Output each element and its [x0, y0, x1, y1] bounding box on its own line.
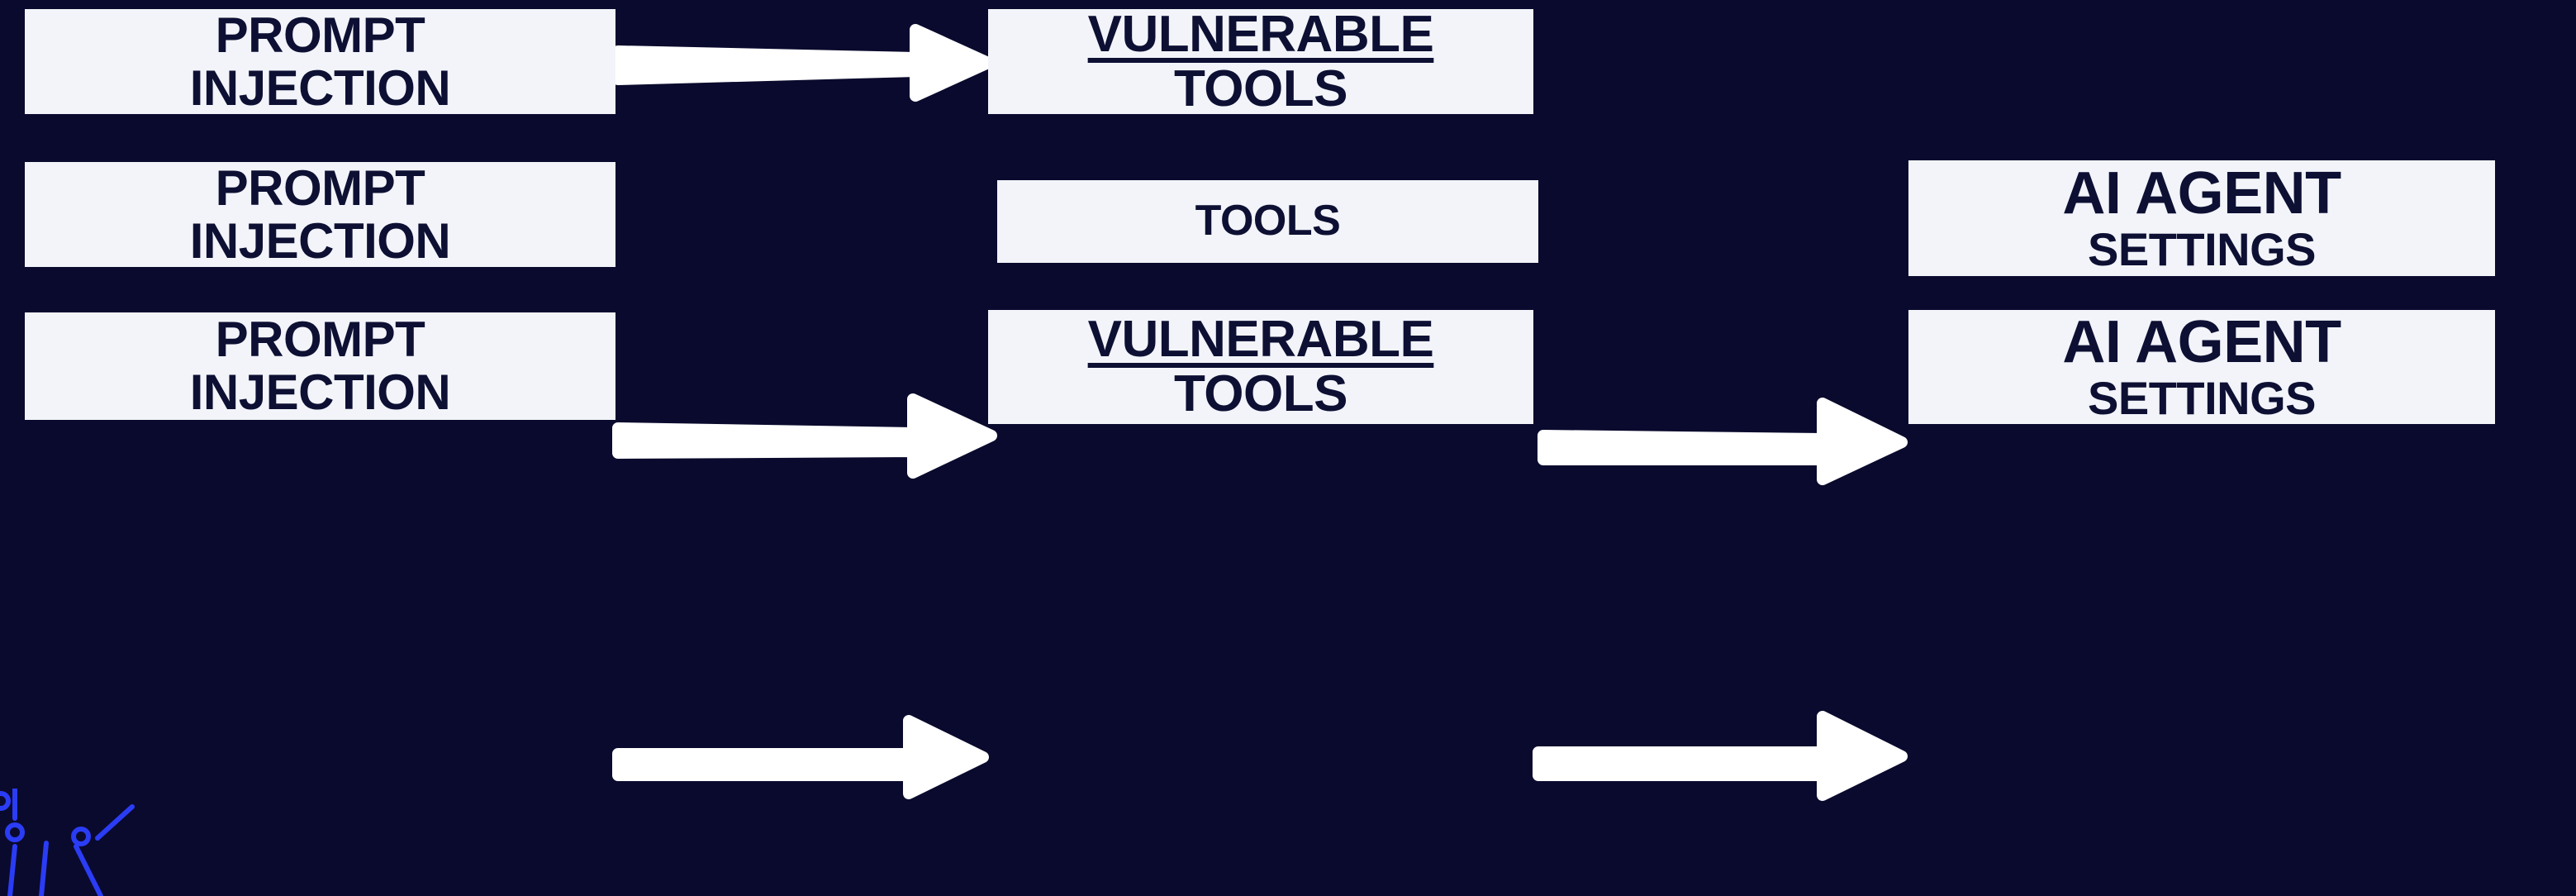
node-line1: PROMPT	[215, 160, 425, 216]
node-prompt-injection-row3[interactable]: PROMPT INJECTION	[25, 312, 615, 420]
node-vulnerable-tools-row1[interactable]: VULNERABLE TOOLS	[988, 5, 1533, 117]
node-line1: PROMPT	[215, 312, 425, 368]
node-line2: INJECTION	[189, 60, 451, 116]
node-line1: AI AGENT	[2062, 309, 2341, 376]
node-line2: SETTINGS	[2087, 372, 2317, 425]
r2-arrow-2	[1538, 398, 1908, 485]
node-ai-agent-settings-row2[interactable]: AI AGENT SETTINGS	[1908, 160, 2495, 276]
node-line1: AI AGENT	[2062, 160, 2341, 227]
node-line2: TOOLS	[1174, 60, 1347, 117]
r3-arrow-1	[612, 715, 989, 799]
node-line1: VULNERABLE	[1087, 311, 1434, 369]
r3-arrow-2	[1533, 711, 1908, 801]
node-tools-row2[interactable]: TOOLS	[997, 180, 1538, 263]
node-line2: SETTINGS	[2087, 223, 2317, 276]
node-vulnerable-tools-row3[interactable]: VULNERABLE TOOLS	[988, 310, 1533, 424]
r1-arrow-1	[612, 24, 994, 102]
circuit-decoration	[0, 789, 135, 896]
node-line1: PROMPT	[215, 7, 425, 63]
node-prompt-injection-row2[interactable]: PROMPT INJECTION	[25, 162, 615, 267]
node-line1: TOOLS	[1195, 197, 1341, 245]
r2-arrow-1	[612, 393, 997, 479]
node-line2: TOOLS	[1174, 365, 1347, 422]
node-line1: VULNERABLE	[1087, 5, 1434, 63]
node-ai-agent-settings-row3[interactable]: AI AGENT SETTINGS	[1908, 310, 2495, 424]
node-line2: INJECTION	[189, 365, 451, 420]
node-prompt-injection-row1[interactable]: PROMPT INJECTION	[25, 9, 615, 114]
node-line2: INJECTION	[189, 212, 451, 269]
